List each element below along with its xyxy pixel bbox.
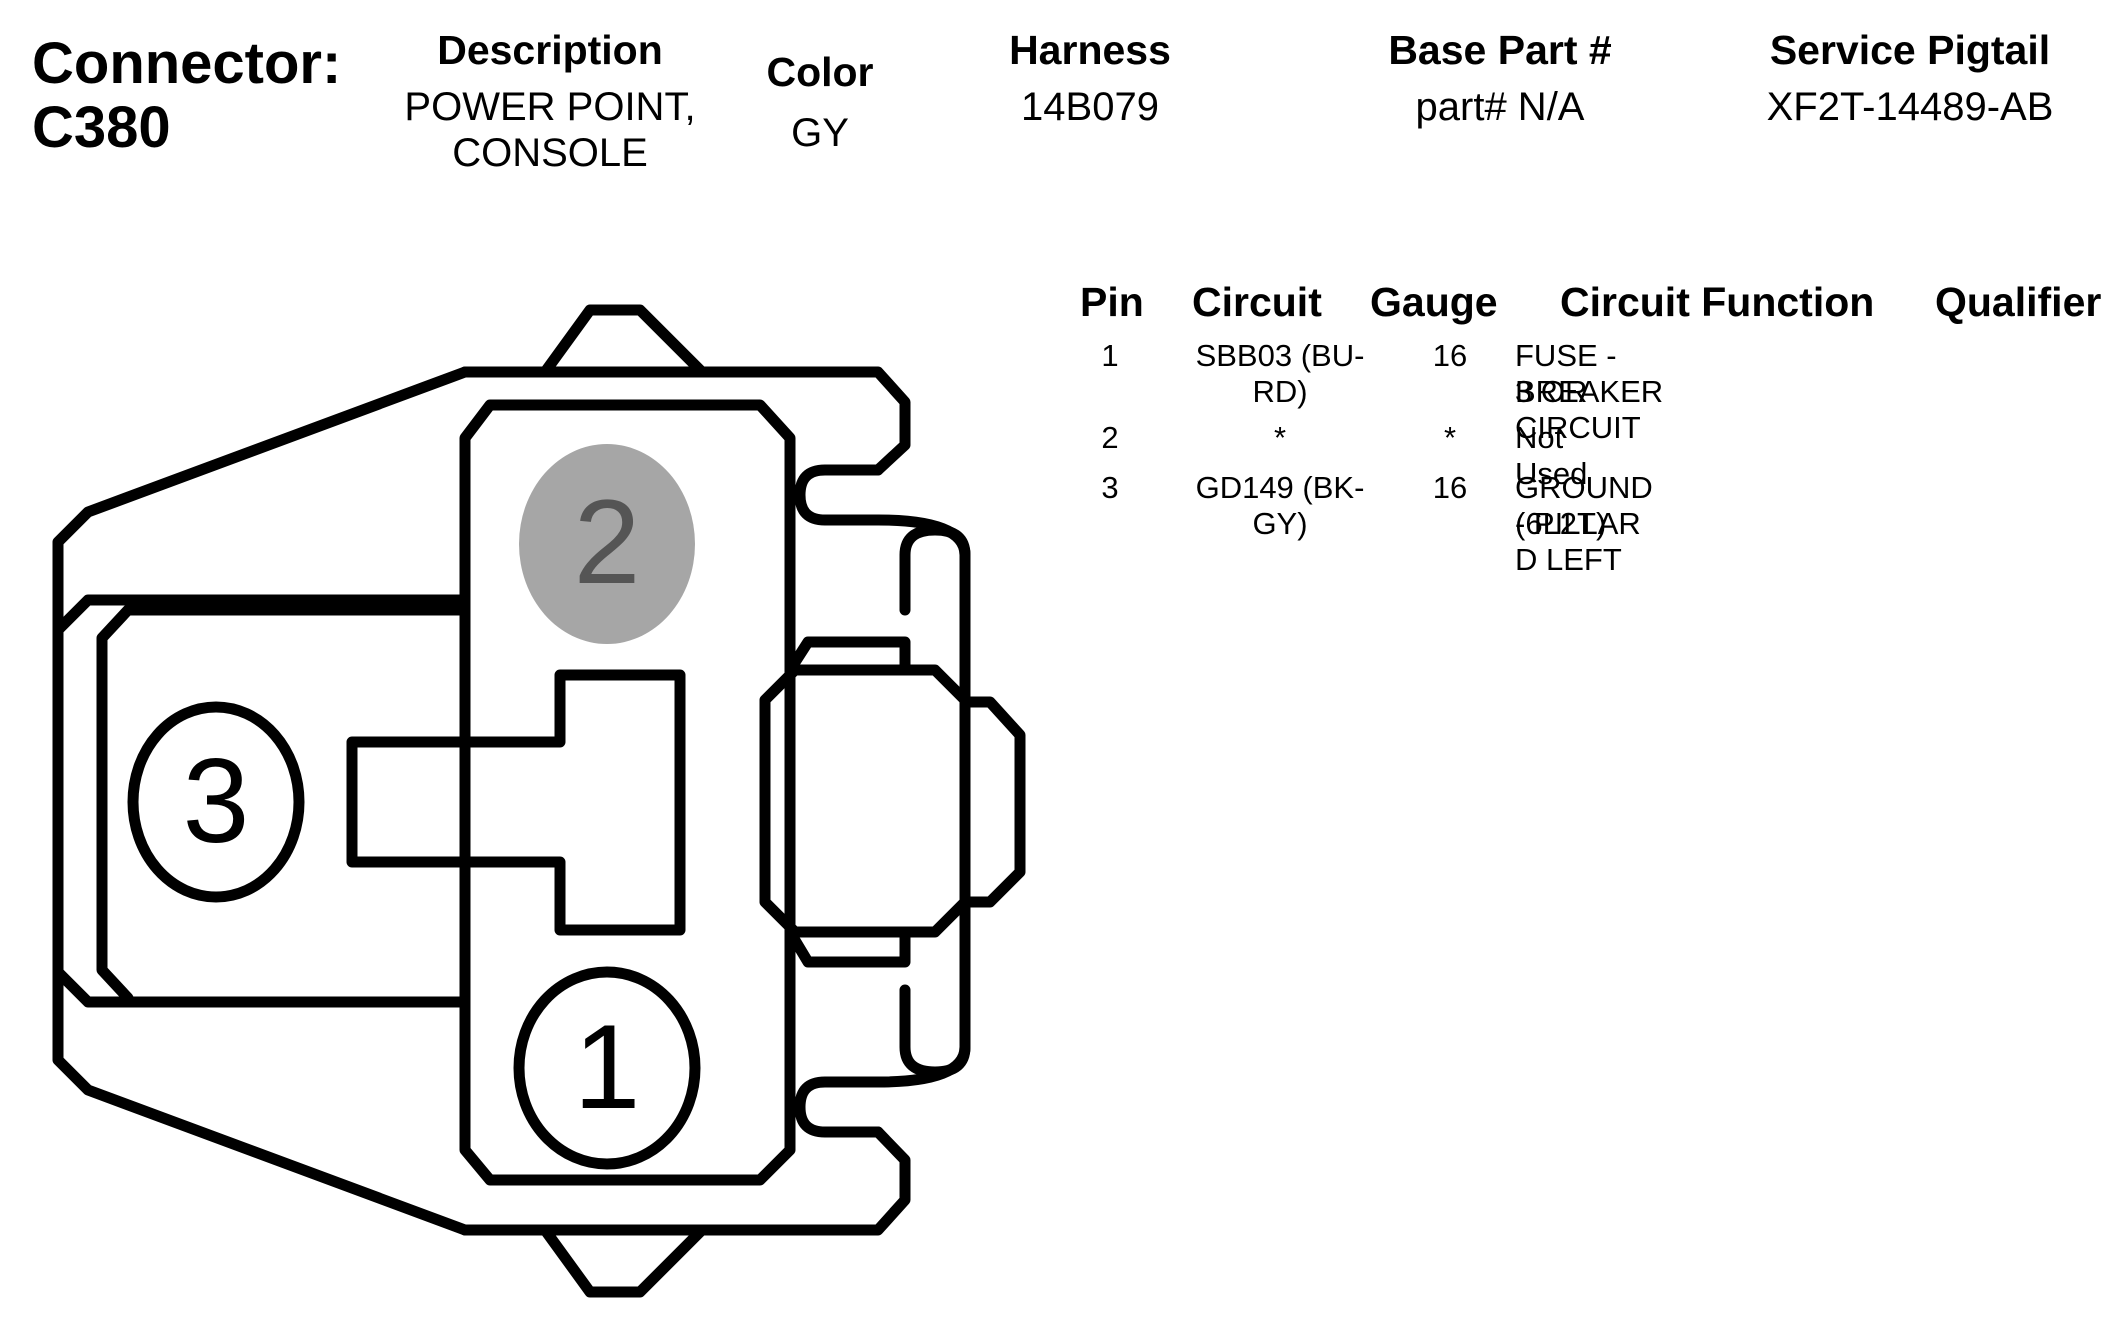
base-part-field: Base Part # part# N/A (1360, 26, 1640, 130)
base-part-value: part# N/A (1415, 85, 1585, 129)
col-header-circuit-function: Circuit Function (1560, 279, 1875, 325)
harness-field: Harness 14B079 (980, 26, 1200, 130)
col-header-pin: Pin (1080, 279, 1144, 325)
gauge-cell: 16 (1432, 470, 1468, 505)
service-pigtail-value: XF2T-14489-AB (1766, 85, 2054, 129)
col-header-circuit: Circuit (1192, 279, 1322, 325)
connector-label: Connector: (32, 31, 342, 96)
top-rail (459, 366, 911, 476)
circuit-cell-line1: SBB03 (BU- (1195, 338, 1365, 373)
pin-1-cavity: 1 (513, 966, 701, 1170)
service-pigtail-field: Service Pigtail XF2T-14489-AB (1720, 26, 2100, 130)
circuit-cell-line2: GY) (1252, 506, 1308, 541)
latch-box-bottom (784, 926, 911, 968)
circuit-cell-line2: RD) (1252, 374, 1308, 409)
connector-left-inner-frame (96, 604, 466, 1004)
gauge-cell: 16 (1432, 338, 1468, 373)
base-part-label: Base Part # (1388, 27, 1612, 73)
pin-2-label: 2 (574, 475, 641, 609)
side-key (899, 524, 971, 1078)
harness-label: Harness (1009, 27, 1171, 73)
function-cell-line1: FUSE - 3 OR CIRCUIT (1515, 338, 1641, 445)
service-pigtail-label: Service Pigtail (1769, 27, 2051, 73)
latch-octagon (759, 664, 971, 938)
pin-cell: 2 (1101, 420, 1119, 455)
pin-cell: 3 (1101, 470, 1119, 505)
circuit-cell-line1: * (1273, 420, 1287, 455)
pin-3-label: 3 (183, 734, 250, 868)
harness-value: 14B079 (1021, 85, 1159, 129)
color-value: GY (791, 111, 849, 155)
right-notch-bottom (794, 984, 971, 1138)
pin-2-cavity: 2 (519, 444, 695, 644)
t-key (346, 669, 686, 936)
connector-left-frame (52, 594, 466, 1008)
pin-3-cavity: 3 (127, 701, 305, 903)
col-header-qualifier: Qualifier (1935, 279, 2102, 325)
top-latch (539, 304, 708, 378)
bottom-rail (459, 1126, 911, 1236)
bottom-latch (539, 1224, 708, 1298)
circuit-cell-line1: GD149 (BK- (1195, 470, 1365, 505)
color-label: Color (766, 49, 874, 95)
description-value: POWER POINT, CONSOLE (404, 85, 696, 175)
connector-id: C380 (32, 95, 171, 160)
function-cell-line1: GROUND - PILLAR D LEFT (1515, 470, 1653, 577)
color-field: Color GY (730, 48, 910, 156)
pin-1-label: 1 (574, 1000, 641, 1134)
right-notch-top (794, 464, 971, 616)
connector-face-diagram: 2 3 1 (52, 304, 1026, 1298)
right-tab (959, 696, 1026, 908)
connector-title: Connector: C380 (32, 32, 341, 160)
latch-box (784, 636, 911, 676)
function-cell-line1: Not Used (1515, 420, 1588, 491)
description-label: Description (437, 27, 663, 73)
description-field: Description POWER POINT, CONSOLE (370, 26, 730, 176)
gauge-cell: * (1443, 420, 1457, 455)
col-header-gauge: Gauge (1370, 279, 1498, 325)
function-cell-line2: BREAKER (1515, 374, 1664, 409)
inner-housing (459, 399, 796, 1186)
pin-cell: 1 (1101, 338, 1119, 373)
function-cell-line2: (6L2T) (1515, 506, 1607, 541)
